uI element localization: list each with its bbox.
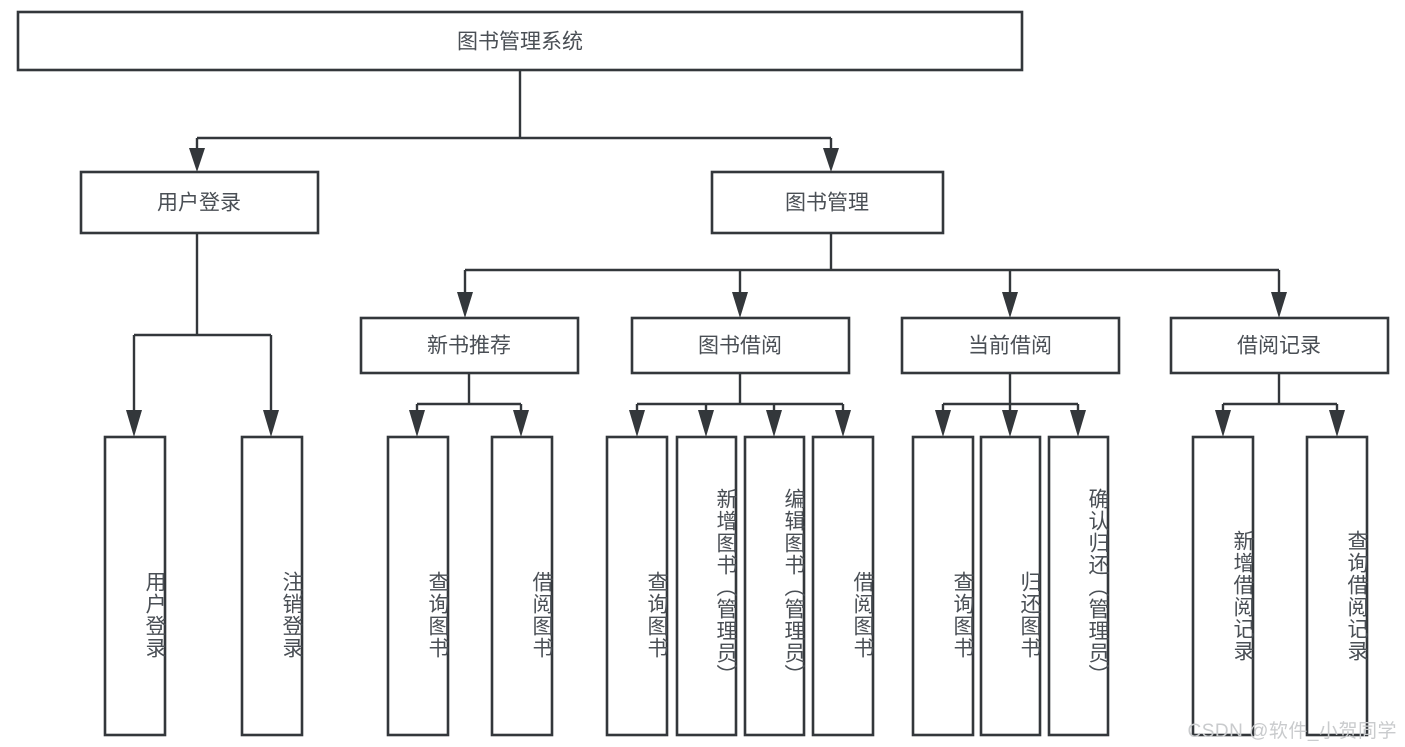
- node-leaf-confirm-return-box[interactable]: [1047, 435, 1110, 737]
- node-borrow-record-label: 借阅记录: [1237, 335, 1321, 358]
- node-leaf-user-login-box[interactable]: [103, 435, 167, 737]
- node-leaf-query-book-1-box[interactable]: [386, 435, 450, 737]
- csdn-watermark: CSDN @软件_小贺同学: [1187, 721, 1397, 742]
- node-book-manage-box[interactable]: [710, 170, 945, 235]
- node-user-login[interactable]: 用户登录: [79, 170, 320, 235]
- arrow-to-user-login: [189, 148, 205, 172]
- arrow-to-current-borrow: [1002, 292, 1018, 318]
- arrow-leaf-logout-login: [263, 410, 279, 437]
- node-new-book-recommend-box[interactable]: [359, 316, 580, 375]
- node-current-borrow[interactable]: 当前借阅: [900, 316, 1121, 375]
- node-root-box[interactable]: [16, 10, 1024, 72]
- node-book-borrow-label: 图书借阅: [698, 335, 782, 358]
- node-leaf-add-record-box[interactable]: [1191, 435, 1255, 737]
- arrow-leaf-query-book-2: [629, 410, 645, 437]
- node-borrow-record-box[interactable]: [1169, 316, 1390, 375]
- node-user-login-box[interactable]: [79, 170, 320, 235]
- node-leaf-borrow-book-2-box[interactable]: [811, 435, 875, 737]
- node-user-login-label: 用户登录: [157, 192, 241, 215]
- arrow-leaf-edit-book: [766, 410, 782, 437]
- node-book-manage[interactable]: 图书管理: [710, 170, 945, 235]
- node-root[interactable]: 图书管理系统: [16, 10, 1024, 72]
- arrow-leaf-query-book-1: [409, 410, 425, 437]
- arrow-to-book-borrow: [732, 292, 748, 318]
- node-current-borrow-box[interactable]: [900, 316, 1121, 375]
- arrow-leaf-add-record: [1215, 410, 1231, 437]
- node-leaf-borrow-book-1-box[interactable]: [490, 435, 554, 737]
- node-book-borrow[interactable]: 图书借阅: [630, 316, 851, 375]
- arrow-to-borrow-record: [1271, 292, 1287, 318]
- arrow-leaf-borrow-book-2: [835, 410, 851, 437]
- node-root-label: 图书管理系统: [457, 31, 583, 54]
- node-leaf-edit-book-box[interactable]: [743, 435, 806, 737]
- connector-group: [126, 70, 1345, 437]
- arrow-to-book-manage: [823, 148, 839, 172]
- node-leaf-query-record-box[interactable]: [1305, 435, 1369, 737]
- arrow-leaf-add-book: [698, 410, 714, 437]
- node-book-manage-label: 图书管理: [785, 192, 869, 215]
- arrow-leaf-confirm-return: [1070, 410, 1086, 437]
- node-book-borrow-box[interactable]: [630, 316, 851, 375]
- arrow-leaf-return-book: [1002, 410, 1018, 437]
- arrow-leaf-user-login: [126, 410, 142, 437]
- node-current-borrow-label: 当前借阅: [968, 335, 1052, 358]
- arrow-leaf-query-book-3: [935, 410, 951, 437]
- node-new-book-recommend[interactable]: 新书推荐: [359, 316, 580, 375]
- node-leaf-query-book-3-box[interactable]: [911, 435, 975, 737]
- node-new-book-recommend-label: 新书推荐: [427, 335, 511, 358]
- arrow-to-new-book-recommend: [457, 292, 473, 318]
- node-leaf-logout-login-box[interactable]: [240, 435, 304, 737]
- arrow-leaf-borrow-book-1: [513, 410, 529, 437]
- arrow-leaf-query-record: [1329, 410, 1345, 437]
- node-leaf-return-book-box[interactable]: [979, 435, 1042, 737]
- node-borrow-record[interactable]: 借阅记录: [1169, 316, 1390, 375]
- node-leaf-add-book-box[interactable]: [675, 435, 738, 737]
- node-leaf-query-book-2-box[interactable]: [605, 435, 669, 737]
